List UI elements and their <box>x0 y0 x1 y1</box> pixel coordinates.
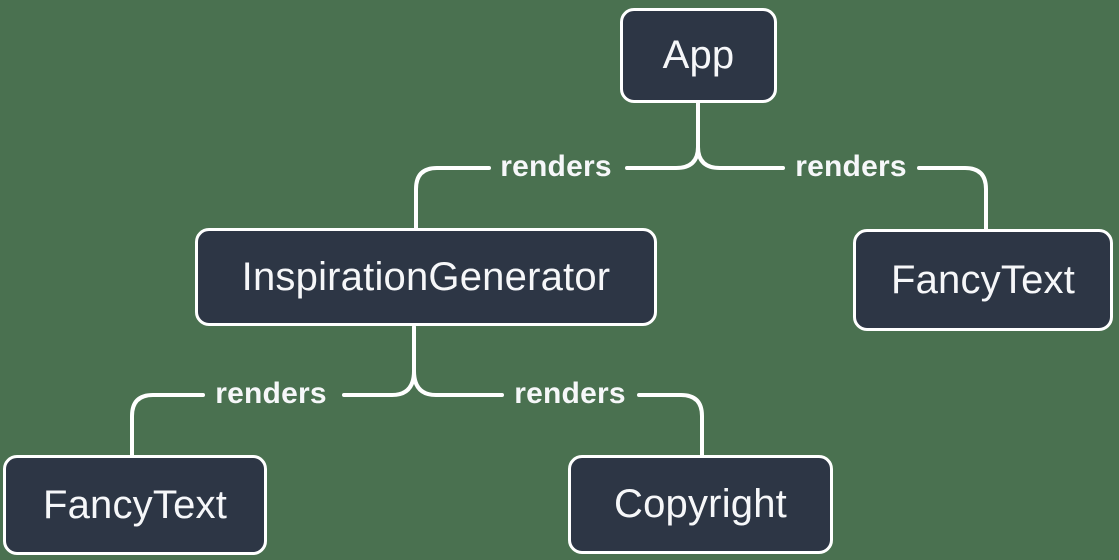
node-fancy-text-top: FancyText <box>853 229 1113 331</box>
edge-to-inspiration-generator <box>414 166 491 230</box>
edge-to-fancy-text-bottom <box>130 393 205 457</box>
node-fancy-text-bottom: FancyText <box>3 455 267 555</box>
node-app-label: App <box>662 33 735 77</box>
edge-app-flare-left <box>625 145 700 170</box>
edge-label-app-fancy-text: renders <box>795 150 907 183</box>
node-copyright: Copyright <box>568 455 833 554</box>
edge-label-inspiration-fancy-text: renders <box>215 377 327 410</box>
edge-app-flare-right <box>696 145 785 170</box>
edge-label-app-inspiration: renders <box>500 150 612 183</box>
node-app: App <box>620 8 777 103</box>
node-fancy-text-top-label: FancyText <box>890 257 1076 302</box>
node-inspiration-generator: InspirationGenerator <box>195 228 657 326</box>
edge-inspiration-flare-right <box>412 369 504 397</box>
node-fancy-text-bottom-label: FancyText <box>42 482 228 527</box>
edge-to-copyright <box>637 393 704 457</box>
edge-label-inspiration-copyright: renders <box>514 377 626 410</box>
edge-inspiration-flare-left <box>342 369 416 397</box>
node-copyright-label: Copyright <box>614 482 787 526</box>
node-inspiration-generator-label: InspirationGenerator <box>241 254 611 299</box>
edge-to-fancy-text-top <box>917 166 988 231</box>
